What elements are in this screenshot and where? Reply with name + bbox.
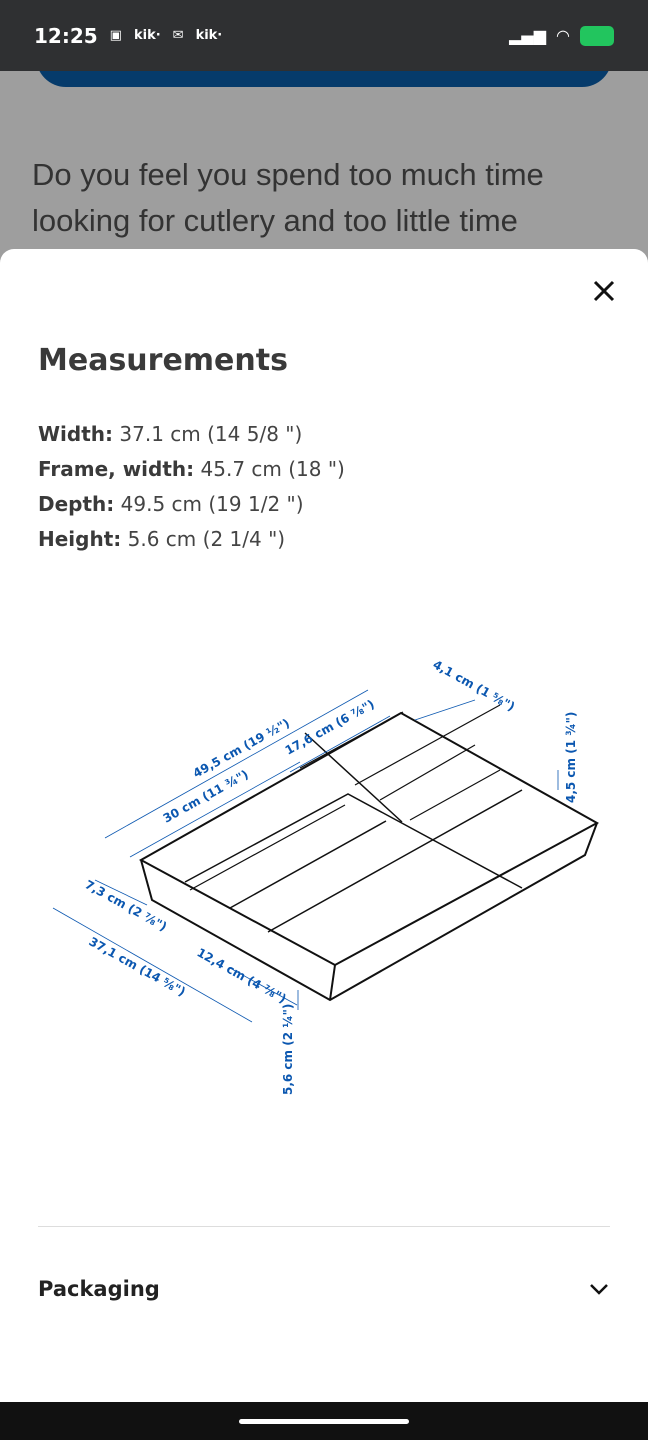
spec-list: Width: 37.1 cm (14 5/8 ") Frame, width: … xyxy=(38,417,345,557)
packaging-label: Packaging xyxy=(38,1277,160,1301)
background-description: Do you feel you spend too much time look… xyxy=(32,157,544,238)
battery-icon xyxy=(580,25,614,46)
status-bar: 12:25 ▣ kik· ✉ kik· ▂▄▆ ◠ xyxy=(0,0,648,71)
packaging-accordion[interactable]: Packaging xyxy=(38,1277,610,1301)
label-inner-short: 17,6 cm (6 ⅞") xyxy=(283,697,377,758)
spec-height: Height: 5.6 cm (2 1/4 ") xyxy=(38,527,286,551)
label-slot: 4,1 cm (1 ⅝") xyxy=(431,657,518,714)
sheet-title: Measurements xyxy=(38,343,288,378)
spec-frame-width: Frame, width: 45.7 cm (18 ") xyxy=(38,457,345,481)
measurements-sheet: Measurements Width: 37.1 cm (14 5/8 ") F… xyxy=(0,249,648,1402)
app-notification-icon: ▣ xyxy=(109,28,122,43)
label-inner-height: 4,5 cm (1 ¾") xyxy=(564,712,578,803)
mail-icon: ✉ xyxy=(172,28,184,43)
home-handle[interactable] xyxy=(239,1419,409,1424)
kik-notification: kik· xyxy=(195,28,223,43)
signal-icon: ▂▄▆ xyxy=(509,26,547,45)
label-height: 5,6 cm (2 ¼") xyxy=(281,1004,295,1095)
divider xyxy=(38,1226,610,1227)
label-left-slot: 7,3 cm (2 ⅞") xyxy=(83,877,170,934)
spec-width: Width: 37.1 cm (14 5/8 ") xyxy=(38,422,303,446)
kik-notification: kik· xyxy=(133,28,161,43)
clock: 12:25 xyxy=(34,23,98,48)
measurement-drawing: 49,5 cm (19 ½") 30 cm (11 ¾") 17,6 cm (6… xyxy=(52,657,600,1095)
wifi-icon: ◠ xyxy=(556,26,570,45)
label-width: 37,1 cm (14 ⅝") xyxy=(87,934,188,999)
spec-depth: Depth: 49.5 cm (19 1/2 ") xyxy=(38,492,304,516)
close-icon[interactable] xyxy=(590,277,618,305)
chevron-down-icon xyxy=(590,1284,608,1295)
navigation-bar xyxy=(0,1402,648,1440)
